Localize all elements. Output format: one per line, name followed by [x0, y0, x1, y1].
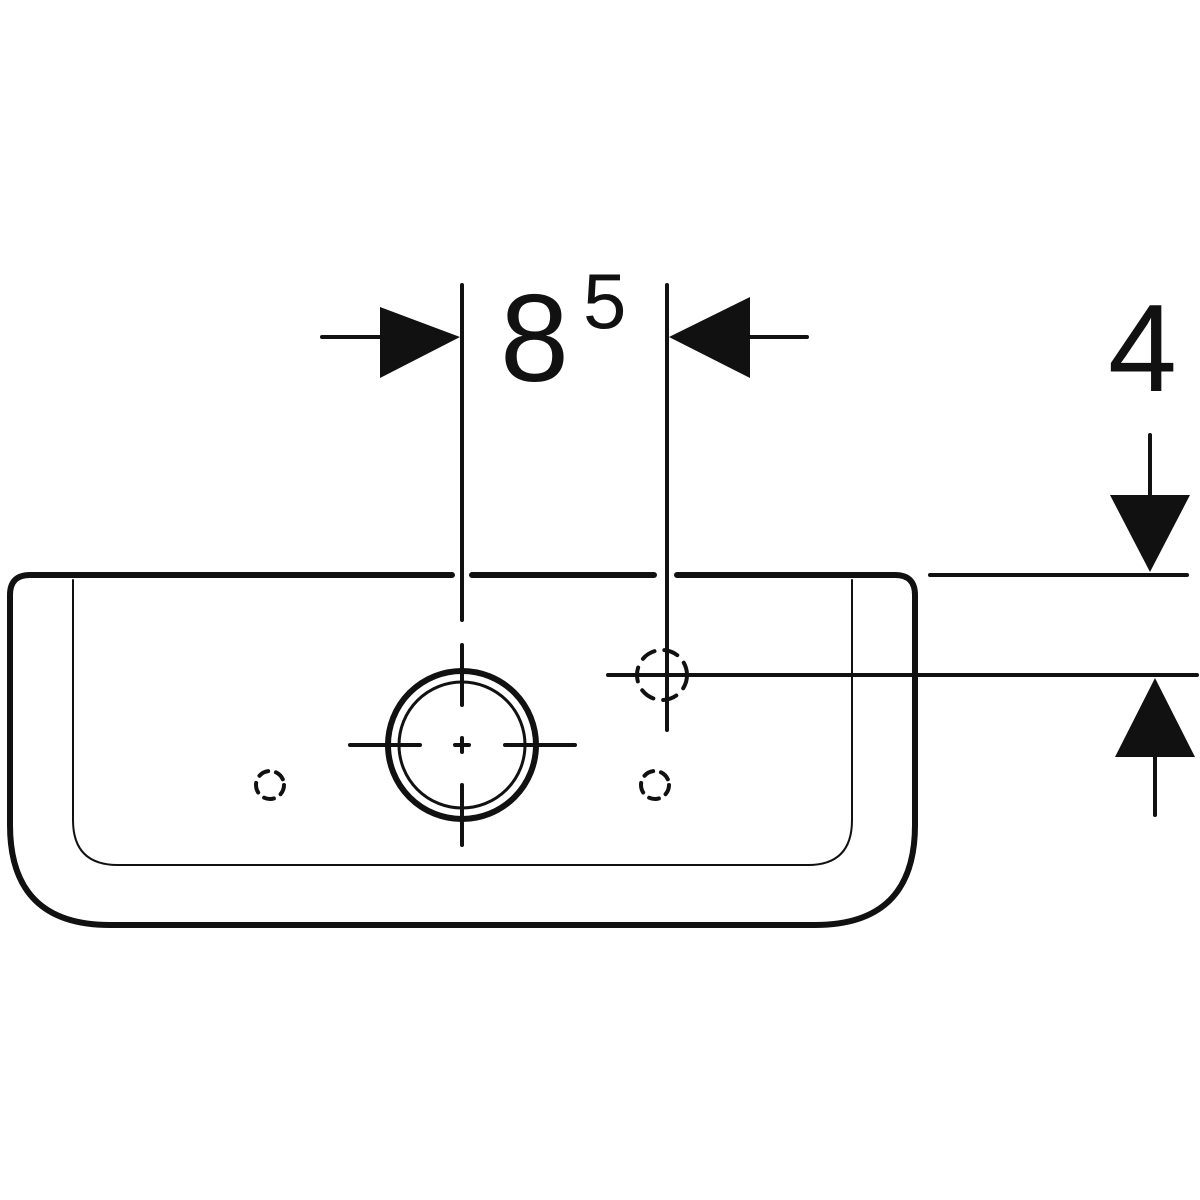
cistern-outline [7, 572, 918, 928]
cistern-inner-outline [72, 579, 853, 866]
outlet-crosshair [348, 643, 577, 847]
dim-arrow-left-head [380, 307, 460, 378]
dim-arrow-right-head [669, 297, 750, 378]
dimension-vertical-value: 4 [1108, 280, 1177, 418]
dim-arrow-down-head [1110, 495, 1190, 572]
mounting-hole-right [639, 769, 671, 801]
dimension-horizontal-value: 8 [500, 270, 569, 408]
mounting-hole-left [254, 769, 286, 801]
dimension-horizontal-superscript: 5 [583, 257, 627, 345]
dim-arrow-up-head [1115, 678, 1195, 757]
